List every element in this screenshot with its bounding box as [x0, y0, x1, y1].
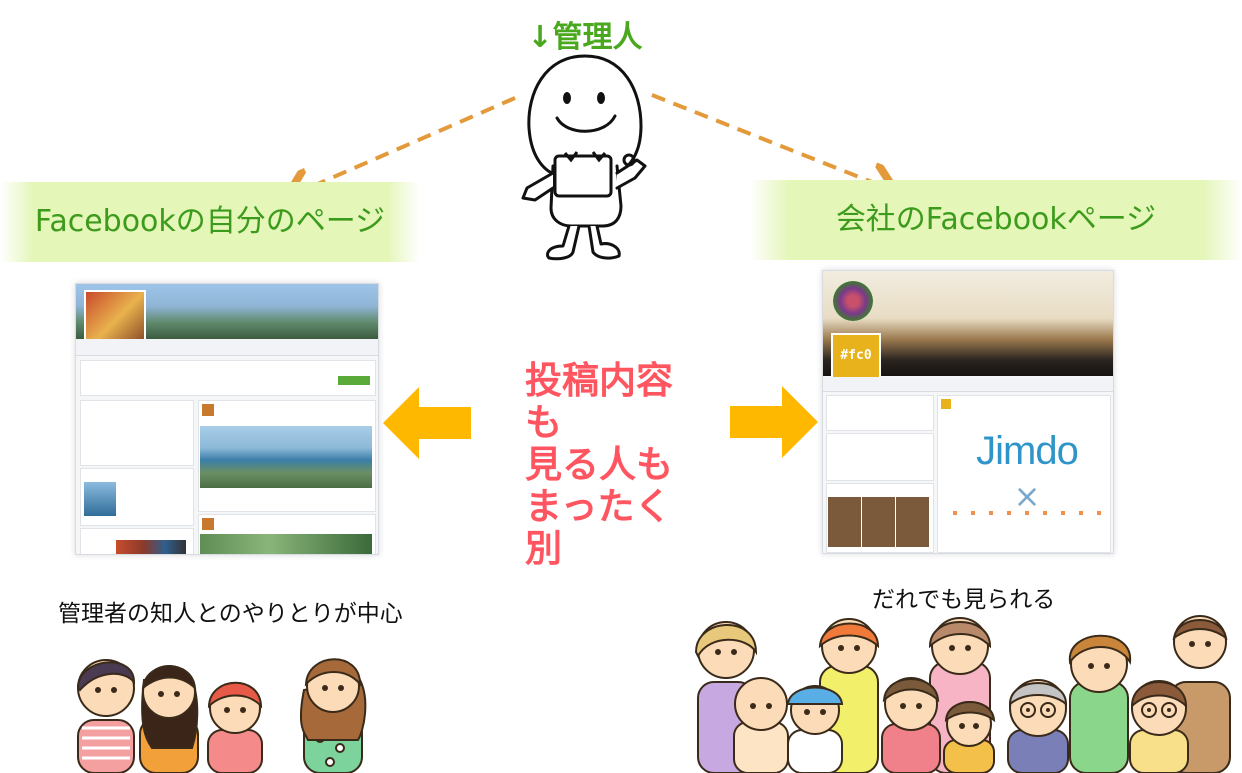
- page-logo-text: #fc0: [840, 348, 872, 363]
- friends-illustration: [76, 658, 367, 773]
- notice-card: [80, 360, 376, 396]
- about-card: [826, 395, 934, 431]
- sidebar-photo-thumb: [84, 482, 116, 516]
- photo-grid: [828, 497, 930, 547]
- post-photo-1: [200, 426, 372, 488]
- page-logo: #fc0: [831, 333, 881, 383]
- flowers: [833, 281, 873, 321]
- orange-dots: [953, 511, 1103, 515]
- post-avatar: [941, 399, 951, 409]
- right-arrow-icon: [730, 386, 818, 458]
- jimdo-logo: Jimdo: [976, 429, 1079, 473]
- post-photo-2: [200, 534, 372, 554]
- admin-label: ↓管理人: [527, 20, 643, 55]
- right-banner: 会社のFacebookページ: [750, 180, 1242, 260]
- center-line-2: 見る人も: [525, 443, 673, 486]
- personal-facebook-screenshot: [75, 283, 379, 555]
- notice-button: [338, 376, 370, 385]
- post-avatar-2: [202, 518, 214, 530]
- cross-symbol: ×: [1013, 477, 1041, 515]
- center-line-1: 投稿内容も: [525, 359, 673, 444]
- info-card: [826, 433, 934, 481]
- post-card: [937, 395, 1111, 553]
- dashed-arrow-right: [651, 93, 892, 190]
- company-facebook-screenshot: #fc0 Jimdo ×: [822, 270, 1114, 554]
- center-line-3: まったく別: [525, 485, 672, 570]
- post-avatar-1: [202, 404, 214, 416]
- left-banner: Facebookの自分のページ: [0, 182, 420, 262]
- right-caption: だれでも見られる: [872, 587, 1056, 613]
- left-sidebar-card: [80, 400, 194, 466]
- center-message: 投稿内容も 見る人も まったく別: [525, 360, 695, 570]
- left-caption: 管理者の知人とのやりとりが中心: [58, 601, 403, 627]
- left-banner-title: Facebookの自分のページ: [34, 204, 386, 239]
- crowd-illustration: [694, 615, 1231, 773]
- friends-thumbs: [116, 540, 186, 554]
- right-banner-title: 会社のFacebookページ: [835, 202, 1157, 237]
- page-tabs: [823, 377, 1113, 392]
- profile-tabs: [76, 339, 378, 356]
- left-arrow-icon: [383, 387, 471, 459]
- dashed-arrow-left: [290, 96, 516, 196]
- admin-character-illustration: [521, 54, 647, 261]
